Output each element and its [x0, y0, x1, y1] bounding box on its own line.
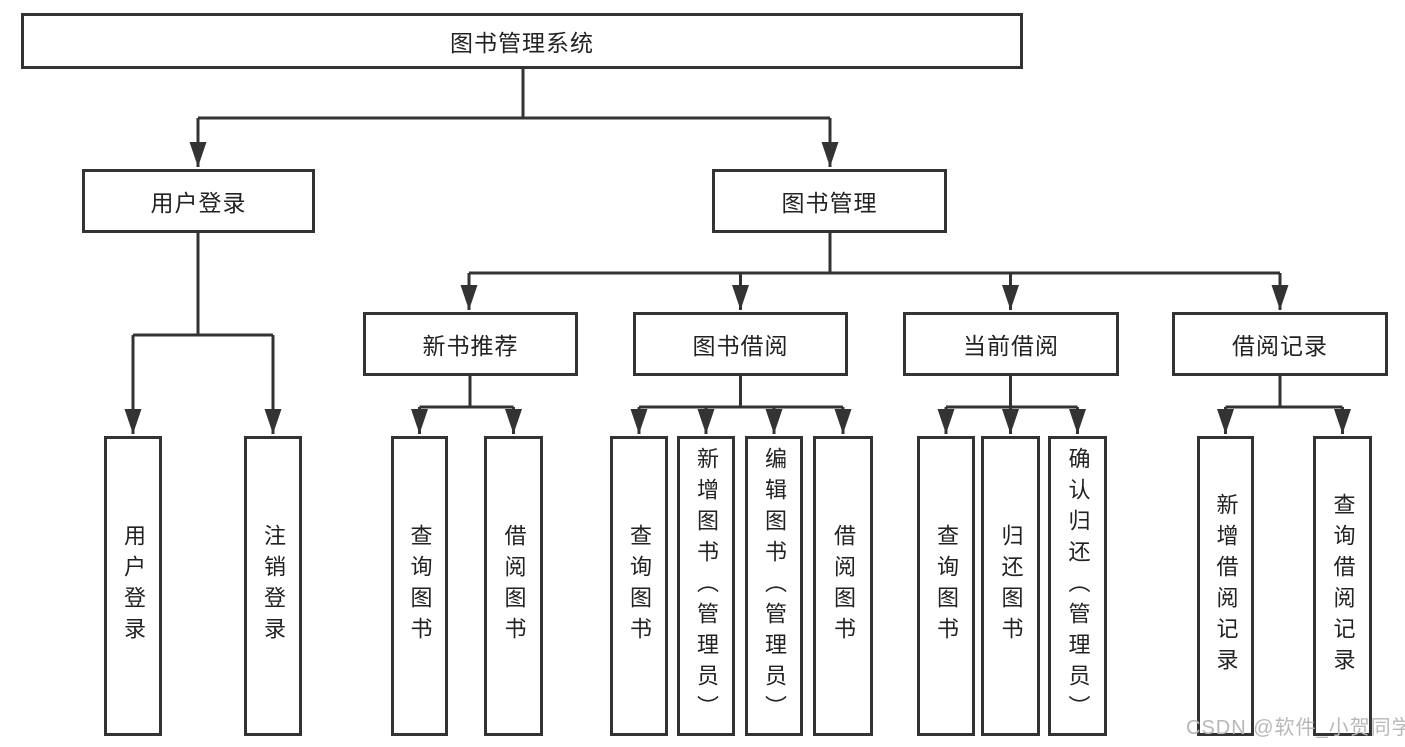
node-new-book-recommend-label: 新书推荐 [422, 333, 519, 359]
leaf-query-borrow-record-label: 查询借阅记录 [1330, 493, 1356, 679]
leaf-add-borrow-record-label: 新增借阅记录 [1213, 493, 1239, 679]
connector-bars [133, 68, 1343, 409]
leaf-query-borrow-record: 查询借阅记录 [1313, 436, 1372, 736]
node-borrow-records-label: 借阅记录 [1232, 333, 1328, 359]
node-book-borrow-label: 图书借阅 [692, 333, 789, 359]
leaf-borrow-query-books-label: 查询图书 [627, 524, 652, 648]
leaf-borrow-books: 借阅图书 [813, 436, 873, 736]
node-user-login-label: 用户登录 [150, 190, 247, 216]
leaf-user-login: 用户登录 [104, 436, 162, 736]
leaf-edit-books-admin-label: 编辑图书（管理员） [762, 446, 787, 726]
node-new-book-recommend: 新书推荐 [363, 312, 578, 376]
leaf-return-books-label: 归还图书 [998, 524, 1024, 648]
leaf-edit-books-admin: 编辑图书（管理员） [745, 436, 803, 736]
leaf-logout-label: 注销登录 [261, 524, 286, 648]
node-root-label: 图书管理系统 [450, 30, 594, 56]
node-book-management-label: 图书管理 [781, 190, 878, 216]
leaf-return-books: 归还图书 [981, 436, 1040, 736]
leaf-borrow-query-books: 查询图书 [610, 436, 668, 736]
node-book-borrow: 图书借阅 [633, 312, 848, 376]
leaf-add-borrow-record: 新增借阅记录 [1197, 436, 1254, 736]
leaf-recommend-borrow-books: 借阅图书 [484, 436, 543, 736]
node-book-management: 图书管理 [712, 169, 947, 233]
node-current-borrow: 当前借阅 [903, 312, 1119, 376]
leaf-recommend-borrow-books-label: 借阅图书 [501, 524, 527, 648]
csdn-watermark: CSDN @软件_小贺同学 [1186, 717, 1405, 739]
leaf-recommend-query-books-label: 查询图书 [407, 524, 433, 648]
node-user-login: 用户登录 [82, 169, 315, 233]
node-root: 图书管理系统 [21, 13, 1023, 69]
leaf-current-query-books: 查询图书 [917, 436, 975, 736]
leaf-borrow-books-label: 借阅图书 [831, 524, 856, 648]
leaf-confirm-return-admin: 确认归还（管理员） [1048, 436, 1107, 736]
node-current-borrow-label: 当前借阅 [963, 333, 1059, 359]
leaf-current-query-books-label: 查询图书 [934, 524, 959, 648]
leaf-logout: 注销登录 [244, 436, 302, 736]
node-borrow-records: 借阅记录 [1172, 312, 1388, 376]
leaf-add-books-admin: 新增图书（管理员） [677, 436, 735, 736]
leaf-user-login-label: 用户登录 [121, 524, 146, 648]
leaf-recommend-query-books: 查询图书 [391, 436, 448, 736]
leaf-confirm-return-admin-label: 确认归还（管理员） [1065, 446, 1091, 726]
leaf-add-books-admin-label: 新增图书（管理员） [694, 446, 719, 726]
